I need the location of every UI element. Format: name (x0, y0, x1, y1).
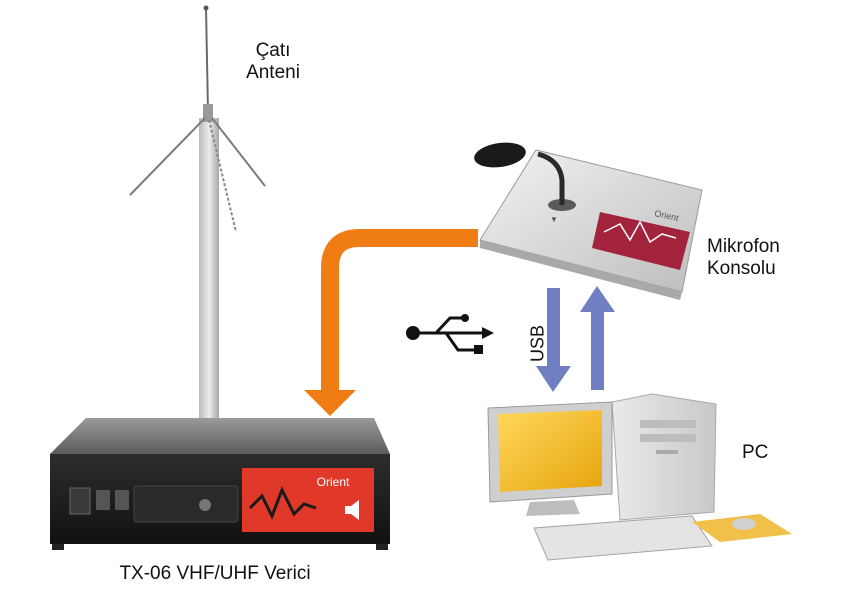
transmitter-foot-left (52, 544, 64, 550)
usb-label: USB (527, 325, 548, 363)
mic-console-waveform (603, 220, 677, 244)
usb-up-arrowhead (580, 286, 615, 312)
usb-icon-dot (406, 326, 420, 340)
pc-drive-bay-1 (640, 420, 696, 428)
pc-mouse (732, 518, 756, 530)
transmitter-speaker-icon (345, 500, 359, 520)
antenna-label-line1: Çatı (255, 40, 291, 61)
usb-down-arrowhead (536, 366, 571, 392)
pc-drive-bay-2 (640, 434, 696, 442)
usb-symbol-icon (406, 314, 494, 354)
transmitter-brand: Orient (317, 475, 350, 489)
usb-up-arrow-line (591, 310, 604, 390)
mic-gooseneck (537, 151, 565, 205)
microphone-console: Orient ▼ (474, 142, 703, 300)
pc-label: PC (742, 442, 769, 463)
usb-down-arrow-line (547, 288, 560, 368)
transmitter-knob (199, 499, 211, 511)
mic-button-mark: ▼ (550, 215, 558, 224)
transmitter-label: TX-06 VHF/UHF Verici (119, 563, 311, 584)
mic-console-label-line1: Mikrofon (707, 236, 780, 257)
transmitter-socket-2 (96, 490, 110, 510)
usb-icon-arrowhead (482, 327, 494, 339)
pc-monitor-stand (526, 500, 580, 516)
transmitter-socket-3 (115, 490, 129, 510)
transmitter-waveform (248, 486, 317, 520)
antenna-radial-right (211, 117, 266, 187)
audio-arrow-line (321, 229, 478, 392)
pc-monitor-screen (498, 410, 602, 492)
antenna-label: Çatı Anteni (228, 40, 318, 84)
audio-arrow (304, 229, 478, 416)
transmitter-unit: Orient (50, 418, 390, 550)
transmitter-red-panel (242, 468, 374, 532)
antenna-label-line2: Anteni (246, 62, 300, 83)
usb-icon-square (474, 345, 483, 354)
antenna-radial-back (208, 119, 237, 233)
mic-head (474, 142, 526, 168)
antenna-radial-left (129, 117, 206, 196)
usb-icon-branch-top (434, 316, 462, 335)
usb-icon-circle (461, 314, 469, 322)
pc-tower (611, 393, 717, 521)
antenna-mast (199, 118, 219, 420)
transmitter-top (50, 418, 390, 454)
mic-console-label: Mikrofon Konsolu (707, 236, 827, 280)
pc-setup (487, 393, 792, 561)
usb-arrows (536, 286, 615, 392)
transmitter-socket-1 (69, 487, 91, 515)
mic-console-edge (480, 240, 682, 300)
transmitter-display (133, 485, 239, 523)
roof-antenna (129, 5, 266, 420)
transmitter-foot-right (376, 544, 388, 550)
usb-icon-branch-bottom (444, 332, 474, 352)
antenna-tip (203, 5, 209, 11)
antenna-hub (203, 104, 213, 122)
pc-floppy-slot (656, 450, 678, 454)
pc-keyboard (533, 515, 713, 561)
antenna-whip (205, 7, 209, 113)
mic-console-label-line2: Konsolu (707, 258, 776, 279)
audio-arrowhead (304, 390, 356, 416)
